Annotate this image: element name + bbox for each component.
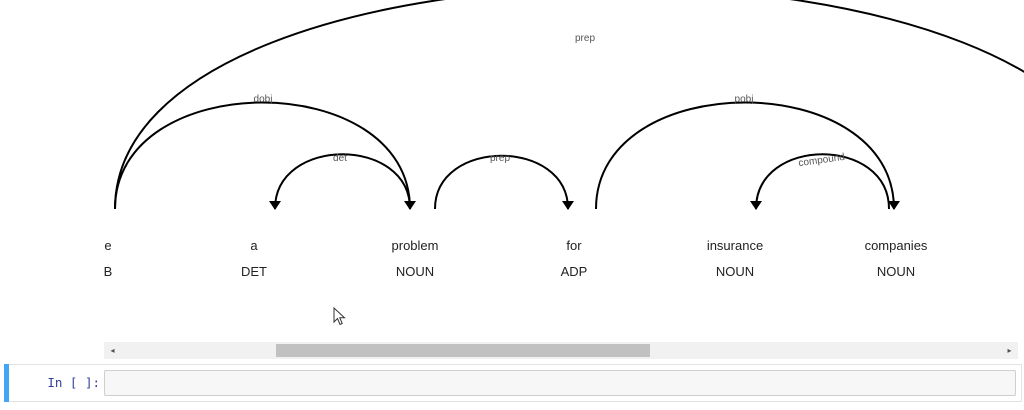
- code-input-area[interactable]: [104, 370, 1016, 396]
- token-word: insurance: [707, 238, 763, 253]
- arc-arrowhead-icon: [269, 201, 281, 210]
- token-word: for: [566, 238, 582, 253]
- token-pos-tag: NOUN: [877, 264, 915, 279]
- arc-label: pobj: [735, 94, 754, 105]
- dependency-arc: [114, 101, 411, 210]
- scrollbar-thumb[interactable]: [276, 344, 650, 357]
- dependency-arc: [755, 153, 890, 210]
- arc-label: det: [333, 153, 347, 164]
- token-pos-tag: B: [104, 264, 113, 279]
- token-pos-tag: NOUN: [396, 264, 434, 279]
- token-pos-tag: ADP: [561, 264, 588, 279]
- token-pos-tag: NOUN: [716, 264, 754, 279]
- scroll-left-arrow-icon[interactable]: ◂: [110, 346, 115, 355]
- token-word: problem: [392, 238, 439, 253]
- arc-arrowhead-icon: [750, 201, 762, 210]
- input-prompt: In [ ]:: [47, 375, 100, 390]
- horizontal-scrollbar[interactable]: ◂ ▸: [104, 342, 1018, 359]
- arc-arrowhead-icon: [562, 201, 574, 210]
- token-pos-tag: DET: [241, 264, 267, 279]
- cell-selection-bar: [4, 364, 9, 402]
- token-word: e: [104, 238, 111, 253]
- dependency-arc: [114, 0, 1024, 210]
- scroll-clip-mask: [0, 228, 104, 288]
- arc-label: compound: [798, 152, 846, 169]
- scroll-right-arrow-icon[interactable]: ▸: [1007, 346, 1012, 355]
- dependency-arc: [274, 153, 411, 210]
- mouse-pointer-icon: [333, 307, 346, 326]
- arc-label: prep: [575, 33, 595, 44]
- token-word: companies: [865, 238, 928, 253]
- arc-label: dobj: [254, 94, 273, 105]
- dependency-arc: [434, 154, 569, 210]
- code-cell[interactable]: In [ ]:: [4, 364, 1022, 402]
- dependency-arc: [595, 101, 895, 210]
- arc-arrowhead-icon: [888, 201, 900, 210]
- arc-label: prep: [490, 153, 510, 164]
- token-word: a: [250, 238, 258, 253]
